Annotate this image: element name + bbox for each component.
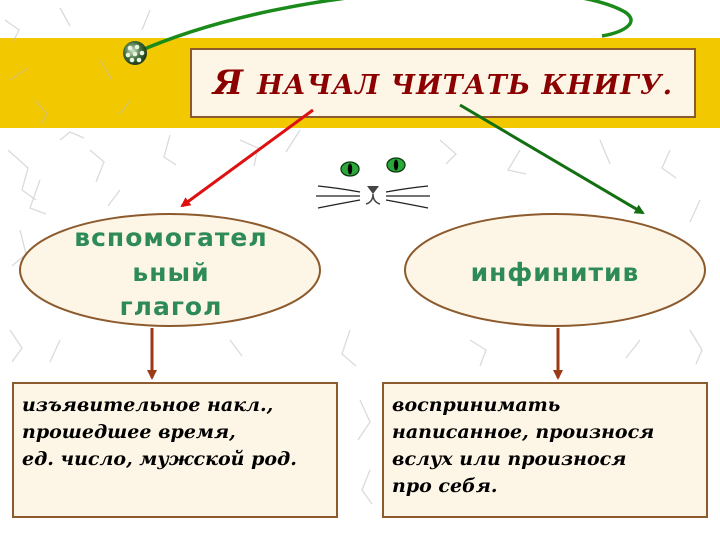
right-oval-text: инфинитив xyxy=(405,256,705,291)
left-oval xyxy=(19,213,321,327)
sentence-text: Я НАЧАЛ ЧИТАТЬ КНИГУ. xyxy=(213,63,673,103)
right-oval xyxy=(404,213,706,327)
green-bead-icon xyxy=(123,41,147,65)
cat-face-icon xyxy=(316,157,430,209)
left-desc-line-3: ед. число, мужской род. xyxy=(22,448,297,471)
right-desc-line-2: написанное, произнося xyxy=(392,421,655,444)
green-arrow xyxy=(459,103,645,215)
right-oval-label: инфинитив xyxy=(470,258,640,287)
sentence-first-word: Я xyxy=(212,63,244,103)
sentence-rest: НАЧАЛ ЧИТАТЬ КНИГУ. xyxy=(257,70,674,101)
right-desc-line-1: воспринимать xyxy=(392,394,561,416)
green-curve xyxy=(134,0,633,55)
scratch-texture xyxy=(4,7,703,505)
left-desc-line-1: изъявительное накл., xyxy=(22,394,274,416)
right-description-box: воспринимать написанное, произнося вслух… xyxy=(382,382,708,518)
red-arrow xyxy=(180,108,314,208)
left-description-box: изъявительное накл., прошедшее время, ед… xyxy=(12,382,338,518)
right-desc-line-4: про себя. xyxy=(392,475,498,498)
left-oval-line-2: ьный xyxy=(132,257,210,287)
left-oval-line-3: глагол xyxy=(119,292,223,321)
sentence-box: Я НАЧАЛ ЧИТАТЬ КНИГУ. xyxy=(190,48,696,118)
right-desc-line-3: вслух или произнося xyxy=(392,448,627,471)
left-oval-line-1: вспомогател xyxy=(74,223,268,252)
left-desc-line-2: прошедшее время, xyxy=(22,421,236,444)
left-oval-text: вспомогател ьный глагол xyxy=(40,221,302,325)
